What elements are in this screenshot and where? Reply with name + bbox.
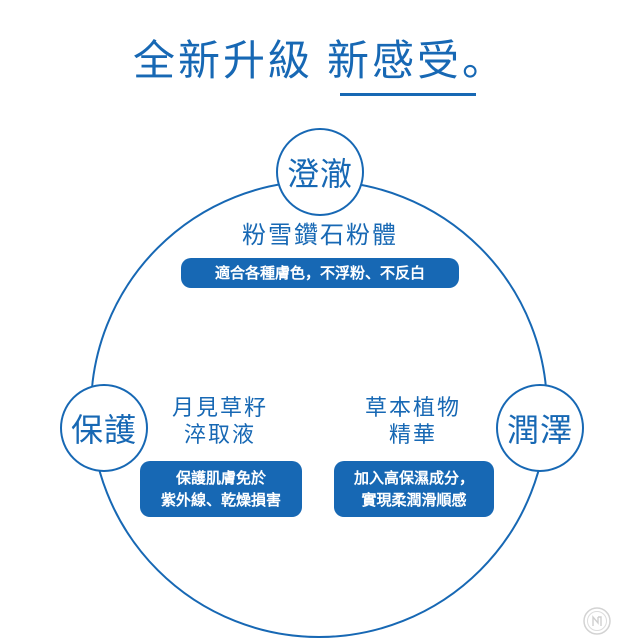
node-left: 保護	[60, 384, 148, 472]
right-section-title-line: 草本植物	[364, 396, 461, 421]
node-right: 潤澤	[496, 384, 584, 472]
top-section-title: 粉雪鑽石粉體	[242, 221, 398, 249]
left-section-pill-line: 保護肌膚免於	[175, 469, 266, 487]
left-section-title-line: 月見草籽	[171, 396, 268, 421]
right-section-pill-line: 實現柔潤滑順感	[361, 491, 467, 509]
headline-part1: 全新升級	[132, 36, 313, 85]
left-section-title-line: 淬取液	[183, 423, 256, 448]
headline-part2: 新感受。	[327, 36, 508, 85]
node-left-label: 保護	[70, 411, 137, 449]
node-top-label: 澄澈	[286, 155, 353, 193]
node-right-label: 潤澤	[506, 411, 573, 449]
headline-underline	[340, 93, 476, 96]
right-section-pill-line: 加入高保濕成分，	[353, 469, 474, 487]
node-top: 澄澈	[276, 128, 364, 216]
left-section-pill-line: 紫外線、乾燥損害	[160, 491, 281, 509]
right-section-title: 草本植物 精華	[343, 395, 483, 449]
watermark-logo-icon	[583, 607, 611, 635]
right-section-title-line: 精華	[388, 423, 437, 448]
left-section-pill: 保護肌膚免於 紫外線、乾燥損害	[140, 461, 302, 517]
left-section-title: 月見草籽 淬取液	[150, 395, 290, 449]
top-section-pill-text: 適合各種膚色，不浮粉、不反白	[214, 264, 425, 282]
headline: 全新升級新感受。	[0, 34, 640, 88]
top-section-pill: 適合各種膚色，不浮粉、不反白	[181, 258, 459, 288]
right-section-pill: 加入高保濕成分， 實現柔潤滑順感	[334, 461, 494, 517]
